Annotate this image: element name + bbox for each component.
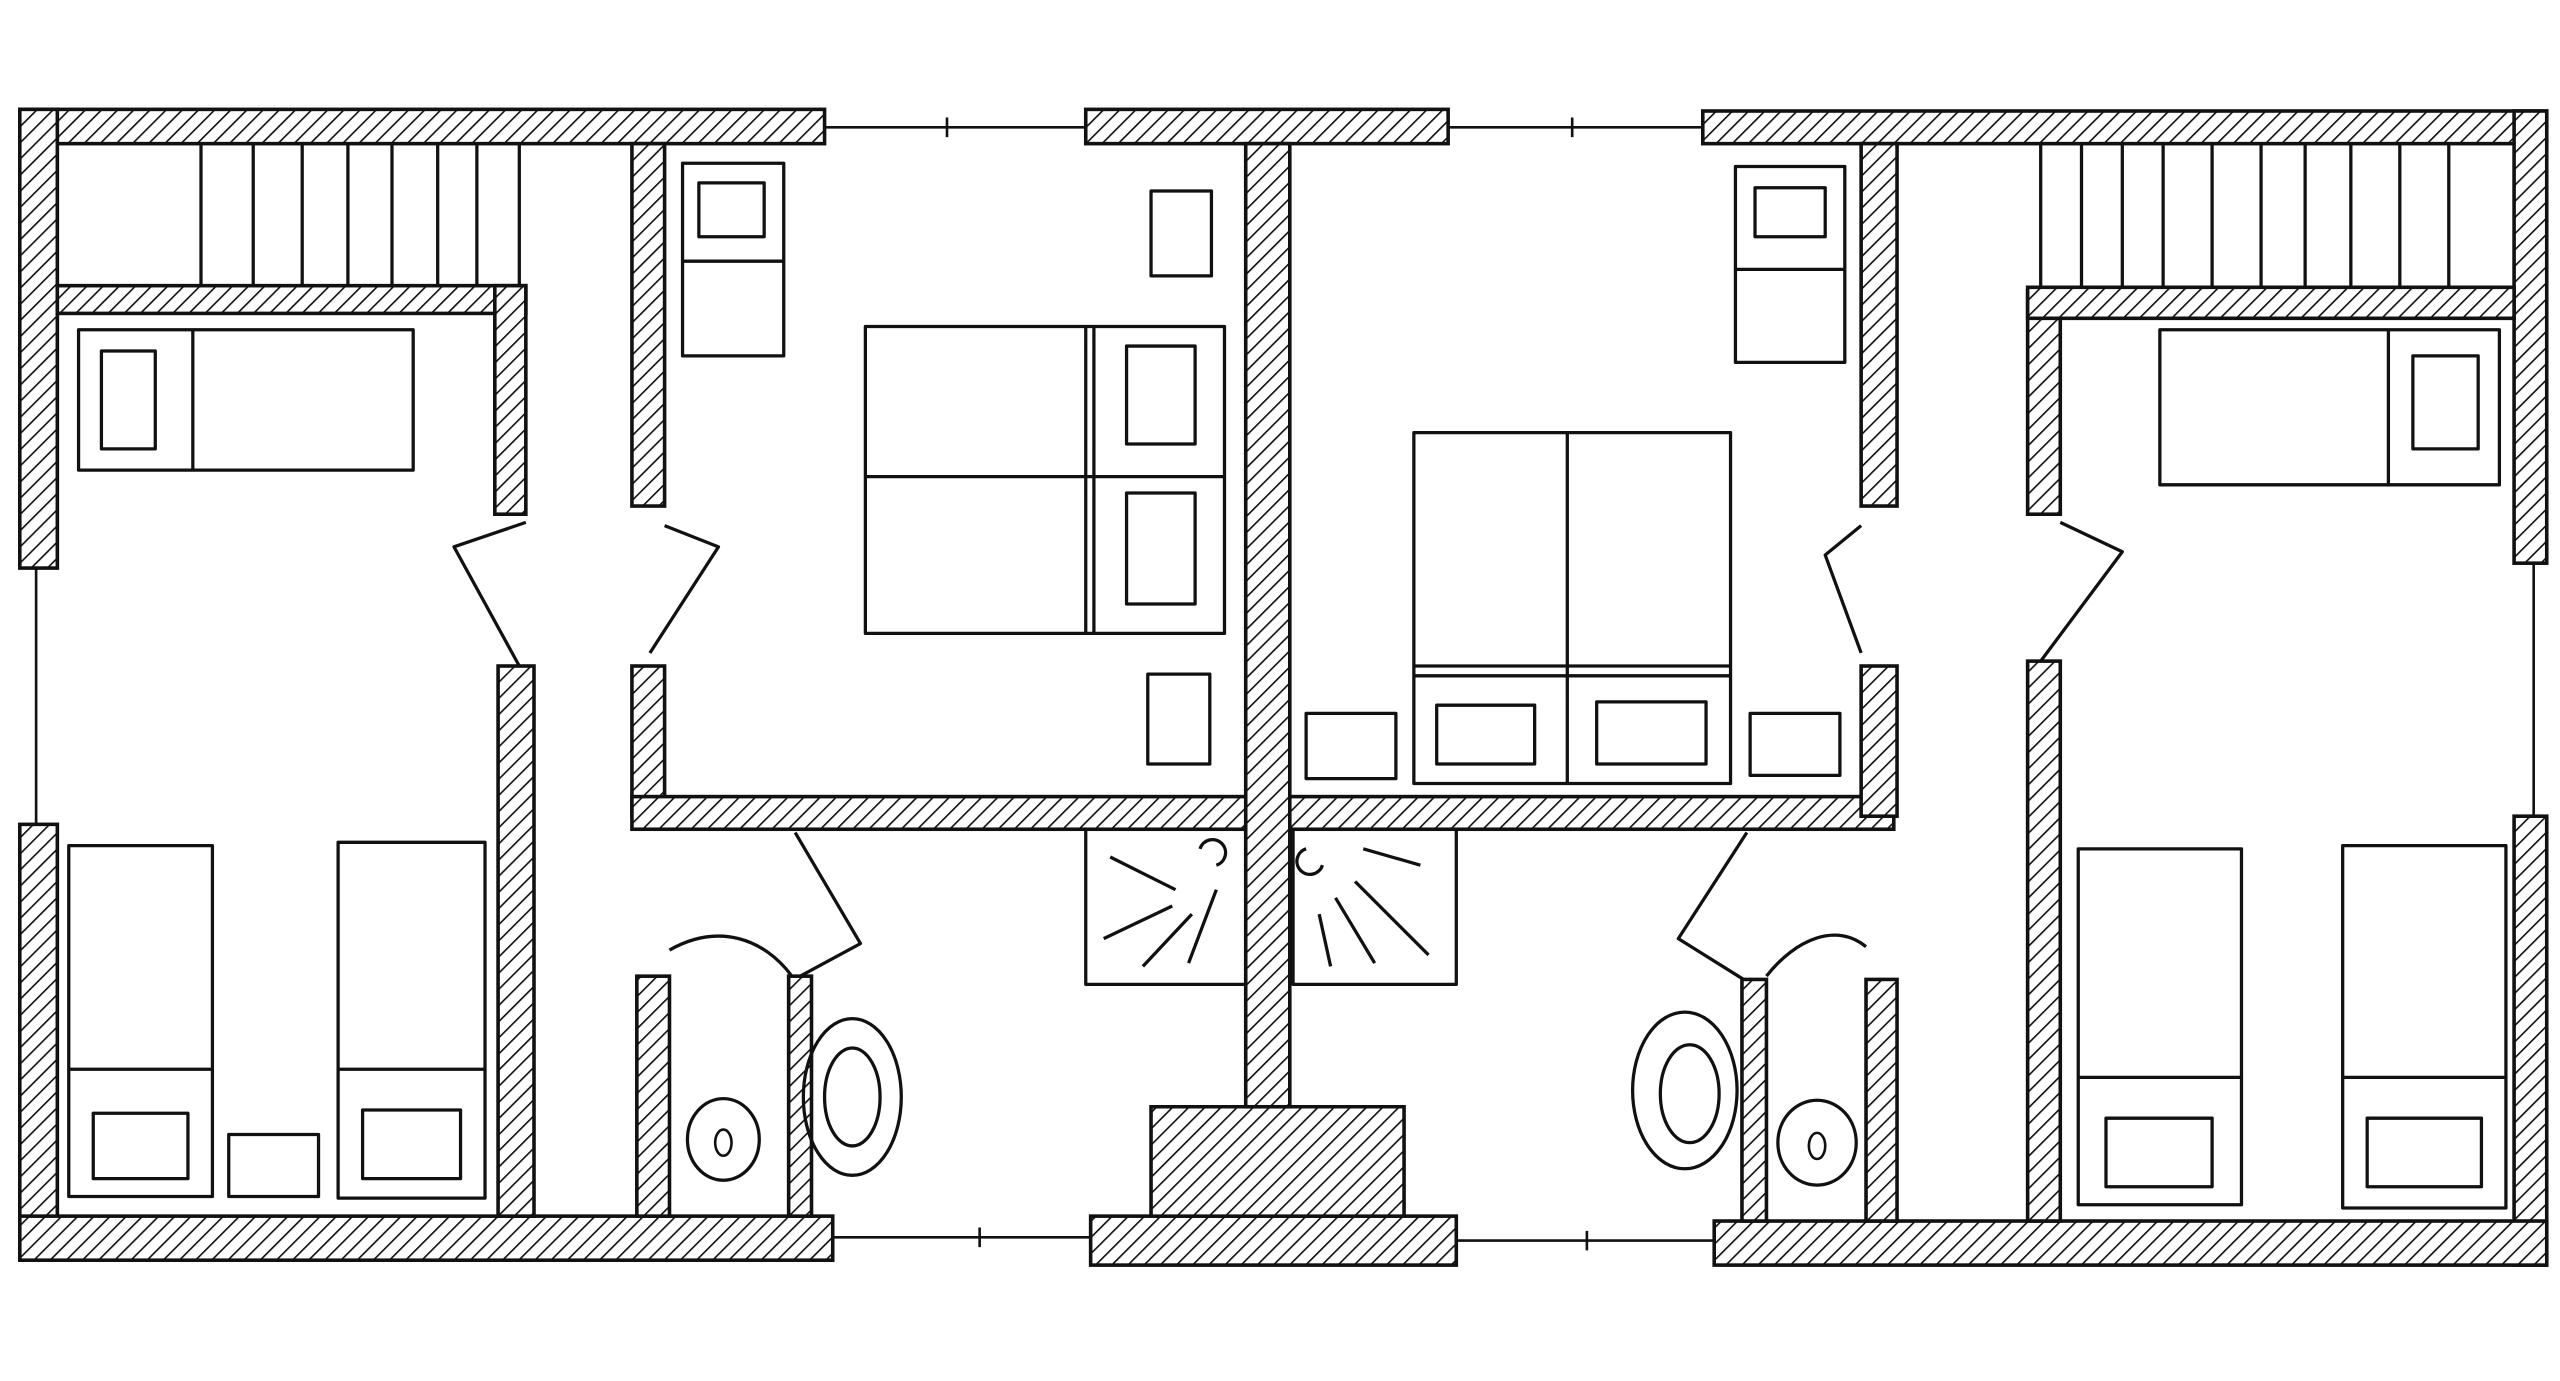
wall-bottom-left — [18, 1214, 835, 1262]
bed-right-b — [2341, 843, 2508, 1210]
windows — [34, 117, 2535, 1251]
walls — [18, 107, 2549, 1267]
shower-left — [1084, 827, 1248, 986]
pillow — [2342, 1075, 2506, 1189]
chimney-block — [1149, 1104, 1406, 1218]
door-right-master[interactable] — [1823, 524, 1863, 654]
corridor-wall-right-upper — [1859, 141, 1899, 508]
window-top-1 — [824, 117, 1086, 138]
wall-top-left — [18, 107, 827, 146]
shower-drain-rays — [1103, 838, 1228, 968]
wall-top-right — [1700, 109, 2549, 146]
bath-wall-right-b — [1740, 977, 1769, 1223]
wall-left-upper — [18, 107, 60, 570]
furniture — [67, 161, 2508, 1210]
toilet-bowl — [713, 1128, 733, 1158]
closets — [199, 143, 2451, 288]
wall-right-upper — [2512, 109, 2549, 565]
partition-left-lower — [496, 664, 536, 1218]
wall-right-lower — [2512, 814, 2549, 1267]
wall-bottom-center — [1088, 1214, 1459, 1267]
wall-top-center — [1083, 107, 1450, 146]
nightstand — [1146, 672, 1212, 766]
shower-drain-rays — [1295, 847, 1430, 967]
sink-basin — [822, 1046, 882, 1148]
partition-right-lower — [2025, 659, 2063, 1223]
door-left-room[interactable] — [452, 520, 527, 667]
window-top-2 — [1448, 117, 1703, 138]
sink-left — [801, 1016, 903, 1177]
partition-left-upper — [493, 283, 528, 516]
bed-right-a — [2076, 847, 2244, 1207]
nightstand — [227, 1132, 321, 1199]
wardrobe — [1733, 164, 1847, 365]
corridor-wall-left-mid — [630, 664, 667, 818]
bathroom-fixtures — [685, 827, 1858, 1187]
bath-wall-right-a — [1864, 977, 1899, 1223]
pillow — [2078, 1075, 2242, 1189]
door-right-bath-lower[interactable] — [1765, 933, 1868, 978]
pillow — [2386, 329, 2480, 485]
bed-detail — [865, 326, 1225, 634]
toilet-bowl — [1807, 1131, 1827, 1161]
closet-wall-right — [2025, 285, 2516, 321]
bed-left-b — [336, 840, 487, 1200]
nightstand — [1304, 711, 1398, 781]
pillow — [338, 1067, 486, 1181]
wardrobe-detail — [682, 181, 784, 263]
corridor-wall-right-mid — [1859, 664, 1899, 818]
nightstand — [1748, 711, 1842, 778]
closet-left-slats — [199, 143, 521, 286]
pillow — [99, 329, 195, 471]
wall-bottom-right — [1712, 1219, 2549, 1267]
toilet-left — [685, 1096, 761, 1182]
pillow — [68, 1067, 213, 1181]
bed-left-a — [67, 843, 215, 1199]
corridor-wall-left-upper — [630, 141, 667, 508]
partition-right-upper — [2025, 288, 2063, 516]
double-bed-left — [863, 324, 1227, 635]
double-bed-right — [1412, 430, 1733, 786]
wardrobe-detail — [1735, 186, 1845, 271]
bed-detail — [1413, 432, 1731, 784]
nightstand — [1149, 189, 1214, 278]
bath-wall-left-b — [786, 974, 814, 1218]
closet-wall-left — [55, 283, 528, 316]
door-right-bath-upper[interactable] — [1676, 831, 1749, 981]
wall-left-lower — [18, 822, 60, 1262]
sink-right — [1630, 1010, 1739, 1171]
window-bottom-1 — [832, 1227, 1091, 1248]
bed-right-top — [2158, 328, 2502, 487]
closet-right-slats — [2039, 143, 2451, 288]
bath-wall-left-a — [635, 974, 672, 1218]
door-left-bath-upper[interactable] — [793, 831, 863, 978]
bed-left-top — [76, 328, 415, 472]
shower-right — [1291, 827, 1458, 986]
window-bottom-2 — [1456, 1230, 1715, 1251]
wall-center-vertical — [1243, 141, 1292, 1109]
door-left-bath-lower[interactable] — [668, 934, 794, 978]
sink-basin — [1658, 1043, 1721, 1145]
toilet-right — [1776, 1098, 1858, 1187]
door-right-room[interactable] — [2039, 520, 2124, 663]
door-left-master[interactable] — [648, 524, 721, 654]
doors[interactable] — [452, 520, 2124, 981]
